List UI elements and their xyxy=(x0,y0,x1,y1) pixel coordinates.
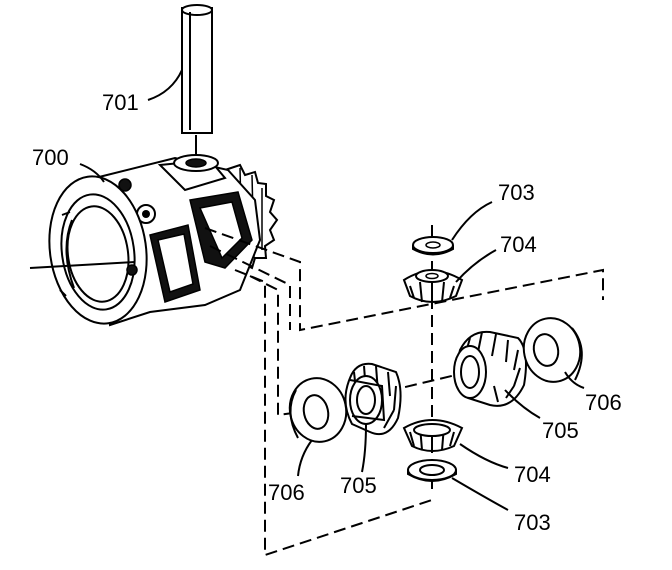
thrust-washer-left xyxy=(288,377,348,443)
callout-705-right: 705 xyxy=(542,418,579,443)
callout-705-left: 705 xyxy=(340,473,377,498)
callout-701: 701 xyxy=(102,90,139,115)
leader-lines xyxy=(79,69,585,511)
side-gear-left xyxy=(344,362,402,436)
pinion-shaft xyxy=(181,4,213,165)
callout-700: 700 xyxy=(32,145,69,170)
callout-704-bottom: 704 xyxy=(514,462,551,487)
callout-706-right: 706 xyxy=(585,390,622,415)
assembly-guide-lines xyxy=(204,225,604,557)
callout-704-top: 704 xyxy=(500,232,537,257)
side-gear-right xyxy=(453,330,527,407)
differential-case xyxy=(29,154,279,327)
thrust-washer-right xyxy=(522,317,583,383)
callout-703-bottom: 703 xyxy=(514,510,551,535)
callout-703-top: 703 xyxy=(498,180,535,205)
pinion-gear-bottom xyxy=(402,419,464,452)
thrust-washer-top xyxy=(412,236,454,256)
pinion-gear-top xyxy=(402,269,464,304)
thrust-washer-bottom xyxy=(407,459,457,482)
callout-706-left: 706 xyxy=(268,480,305,505)
